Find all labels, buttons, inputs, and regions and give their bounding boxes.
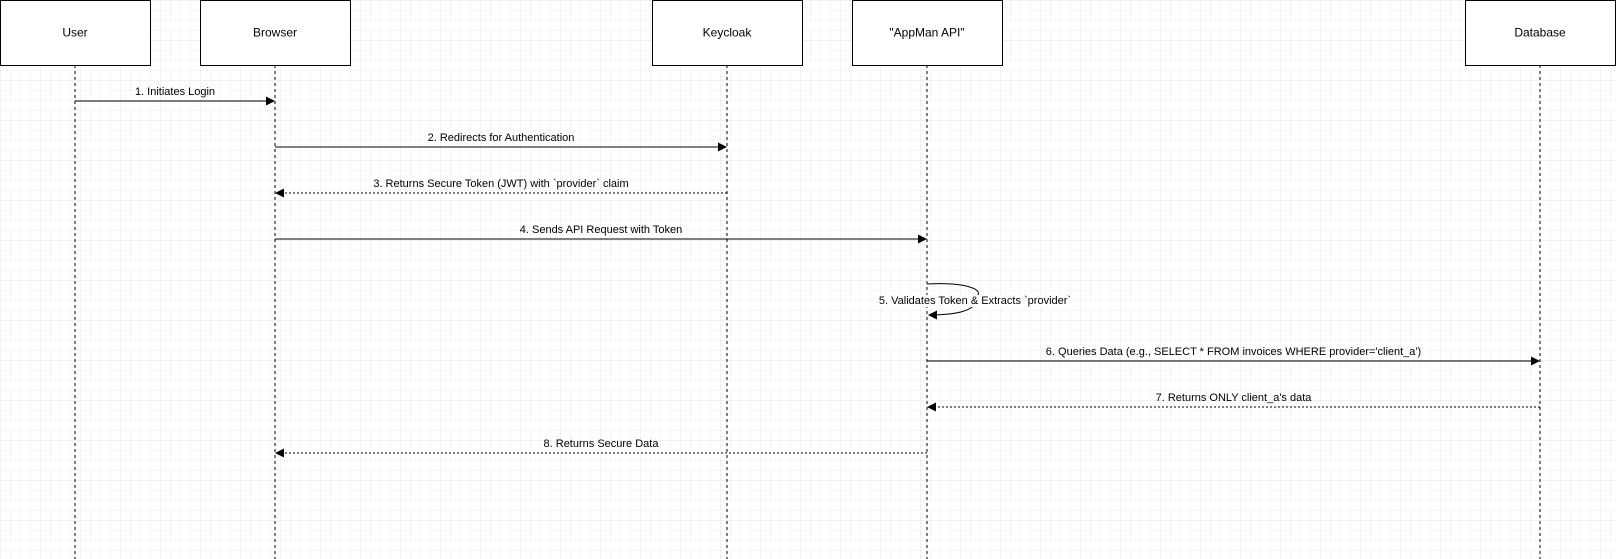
message-label: 2. Redirects for Authentication [428, 132, 575, 144]
participant-box [852, 0, 1003, 66]
message-label: 1. Initiates Login [135, 86, 215, 98]
messages: 1. Initiates Login 2. Redirects for Authe… [75, 86, 1540, 458]
participant-keycloak[interactable]: Keycloak [652, 0, 803, 66]
message-5[interactable]: 5. Validates Token & Extracts `provider` [876, 283, 1074, 315]
participant-box [1465, 0, 1616, 66]
message-6[interactable]: 6. Queries Data (e.g., SELECT * FROM inv… [927, 346, 1540, 366]
message-label: 5. Validates Token & Extracts `provider` [879, 295, 1071, 307]
participant-label: Browser [253, 26, 297, 40]
participant-label: User [62, 26, 87, 40]
participant-box [200, 0, 351, 66]
participant-label: Database [1514, 26, 1566, 40]
participant-label: "AppMan API" [889, 26, 964, 40]
participant-box [652, 0, 803, 66]
participant-label: Keycloak [703, 26, 753, 40]
participant-browser[interactable]: Browser [200, 0, 351, 66]
message-7[interactable]: 7. Returns ONLY client_a's data [927, 392, 1540, 412]
participant-api[interactable]: "AppMan API" [852, 0, 1003, 66]
message-label-background [876, 295, 1074, 307]
message-4[interactable]: 4. Sends API Request with Token [275, 224, 927, 244]
participant-user[interactable]: User [0, 0, 151, 66]
message-label: 6. Queries Data (e.g., SELECT * FROM inv… [1046, 346, 1421, 358]
message-3[interactable]: 3. Returns Secure Token (JWT) with `prov… [275, 178, 727, 198]
participant-database[interactable]: Database [1465, 0, 1616, 66]
message-1[interactable]: 1. Initiates Login [75, 86, 275, 106]
message-2[interactable]: 2. Redirects for Authentication [275, 132, 727, 152]
message-8[interactable]: 8. Returns Secure Data [275, 438, 927, 458]
participants: User Browser Keycloak "AppMan API" Database [0, 0, 1616, 66]
message-label: 7. Returns ONLY client_a's data [1156, 392, 1313, 404]
message-label: 3. Returns Secure Token (JWT) with `prov… [373, 178, 628, 190]
message-label: 8. Returns Secure Data [544, 438, 660, 450]
participant-box [0, 0, 151, 66]
message-label: 4. Sends API Request with Token [520, 224, 682, 236]
